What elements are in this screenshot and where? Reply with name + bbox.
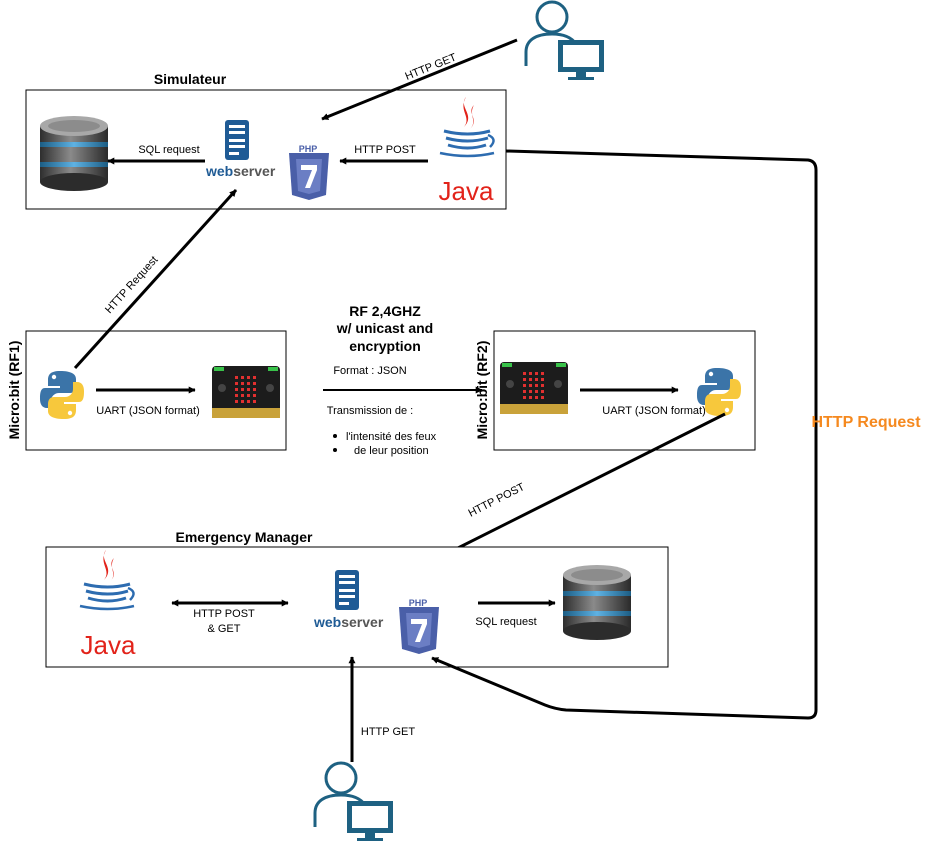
rf-title-line2: w/ unicast and (336, 320, 433, 336)
svg-text:webserver: webserver (205, 163, 276, 179)
rf-title-line1: RF 2,4GHZ (349, 303, 421, 319)
rf1-label: Micro:bit (RF1) (6, 341, 22, 440)
label-uart-rf2: UART (JSON format) (602, 405, 706, 417)
label-uart-rf1: UART (JSON format) (96, 405, 200, 417)
emergency-webserver-logo: webserver (313, 570, 384, 630)
svg-text:PHP: PHP (409, 598, 428, 608)
emergency-database-icon (563, 565, 631, 640)
rf2-label: Micro:bit (RF2) (474, 341, 490, 440)
rf-bullet-2-text: de leur position (354, 445, 429, 457)
svg-text:Java: Java (439, 176, 494, 206)
label-http-post-rf2: HTTP POST (467, 481, 528, 520)
label-sql-request-em: SQL request (475, 616, 536, 628)
rf-bullet-2 (333, 448, 337, 452)
php7-icon (289, 153, 329, 200)
simulateur-php-logo: PHP (289, 144, 329, 200)
simulateur-title: Simulateur (154, 71, 227, 87)
svg-text:Java: Java (81, 630, 136, 660)
rf-bullet-1 (333, 434, 337, 438)
arrow-http-post-rf2 (429, 412, 726, 564)
emergency-title: Emergency Manager (176, 529, 313, 545)
webserver-icon (225, 120, 249, 160)
user-computer-icon-bottom (313, 761, 395, 843)
arrow-http-request-rf1 (73, 188, 238, 370)
php7-icon (399, 607, 439, 654)
rf-format-label: Format : JSON (333, 365, 406, 377)
simulateur-java-logo: Java (438, 95, 496, 206)
simulateur-webserver-logo: webserver (205, 120, 276, 179)
arrow-http-get-top (321, 38, 518, 121)
arrow-http-request-java-to-emergency (431, 149, 818, 720)
side-http-request-label: HTTP Request (811, 414, 921, 431)
svg-text:webserver: webserver (313, 614, 384, 630)
rf-title-line3: encryption (349, 338, 421, 354)
label-http-get-bottom: HTTP GET (361, 726, 415, 738)
emergency-php-logo: PHP (399, 598, 439, 654)
rf-transmission-label: Transmission de : (327, 405, 413, 417)
svg-text:PHP: PHP (299, 144, 318, 154)
emergency-java-logo: Java (78, 548, 136, 660)
rf1-microbit-icon (212, 366, 280, 418)
rf-bullet-1-text: l'intensité des feux (346, 431, 437, 443)
label-http-post-get-2: & GET (207, 623, 240, 635)
rf2-microbit-icon (500, 362, 568, 414)
label-http-post-get-1: HTTP POST (193, 608, 255, 620)
label-sql-request-sim: SQL request (138, 144, 199, 156)
user-computer-icon-top (524, 0, 606, 82)
simulateur-database-icon (40, 116, 108, 191)
label-http-post-sim: HTTP POST (354, 144, 416, 156)
webserver-icon (335, 570, 359, 610)
